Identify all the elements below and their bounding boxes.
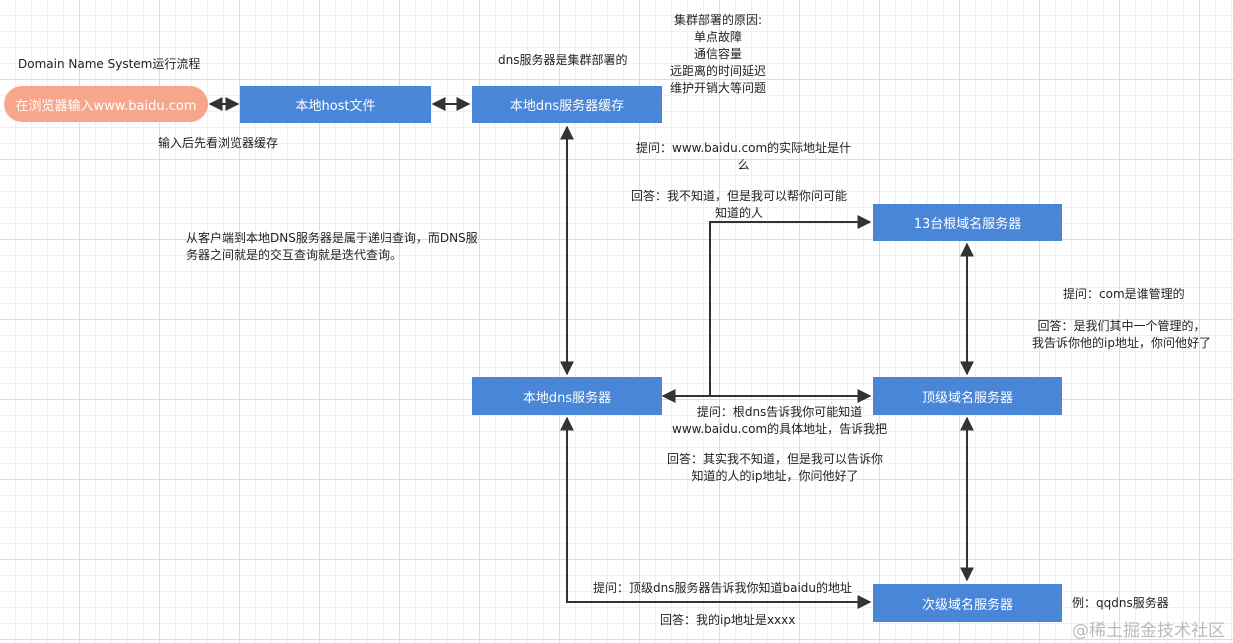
dns-cache-node[interactable]: 本地dns服务器缓存 [472,86,662,123]
note-browser-cache: 输入后先看浏览器缓存 [158,136,279,150]
note-cluster: dns服务器是集群部署的 [498,53,628,67]
local-dns-node[interactable]: 本地dns服务器 [472,377,662,415]
browser-input-node[interactable]: 在浏览器输入www.baidu.com [4,86,208,122]
note-ask-tld-detail: 提问：根dns告诉我你可能知道 www.baidu.com的具体地址，告诉我把 [672,405,888,436]
host-file-node[interactable]: 本地host文件 [240,86,431,123]
note-ask-tld: 提问：com是谁管理的 [1063,287,1185,301]
note-cluster-reasons: 集群部署的原因: 单点故障 通信容量 远距离的时间延迟 维护开销大等问题 [670,13,767,95]
arrow-localdns-root [661,215,872,403]
note-answer-tld: 回答：是我们其中一个管理的， 我告诉你他的ip地址，你问他好了 [1032,319,1211,350]
watermark: @稀土掘金技术社区 [1072,621,1225,641]
note-recursive-iterative: 从客户端到本地DNS服务器是属于递归查询，而DNS服 务器之间就是的交互查询就是… [186,231,478,262]
note-answer-second: 回答：我的ip地址是xxxx [660,613,796,627]
note-answer-root: 回答：我不知道，但是我可以帮你问可能 知道的人 [631,189,848,220]
arrow-localdns-second [560,416,872,609]
note-answer-tld-detail: 回答：其实我不知道，但是我可以告诉你 知道的人的ip地址，你问他好了 [667,452,884,483]
note-ask-second: 提问：顶级dns服务器告诉我你知道baidu的地址 [593,581,853,595]
note-example: 例：qqdns服务器 [1072,596,1169,610]
second-level-dns-node[interactable]: 次级域名服务器 [873,584,1062,622]
diagram-title: Domain Name System运行流程 [18,57,201,71]
root-dns-node[interactable]: 13台根域名服务器 [873,204,1062,241]
tld-dns-node[interactable]: 顶级域名服务器 [873,377,1062,415]
note-ask-root: 提问：www.baidu.com的实际地址是什 么 [636,141,852,172]
